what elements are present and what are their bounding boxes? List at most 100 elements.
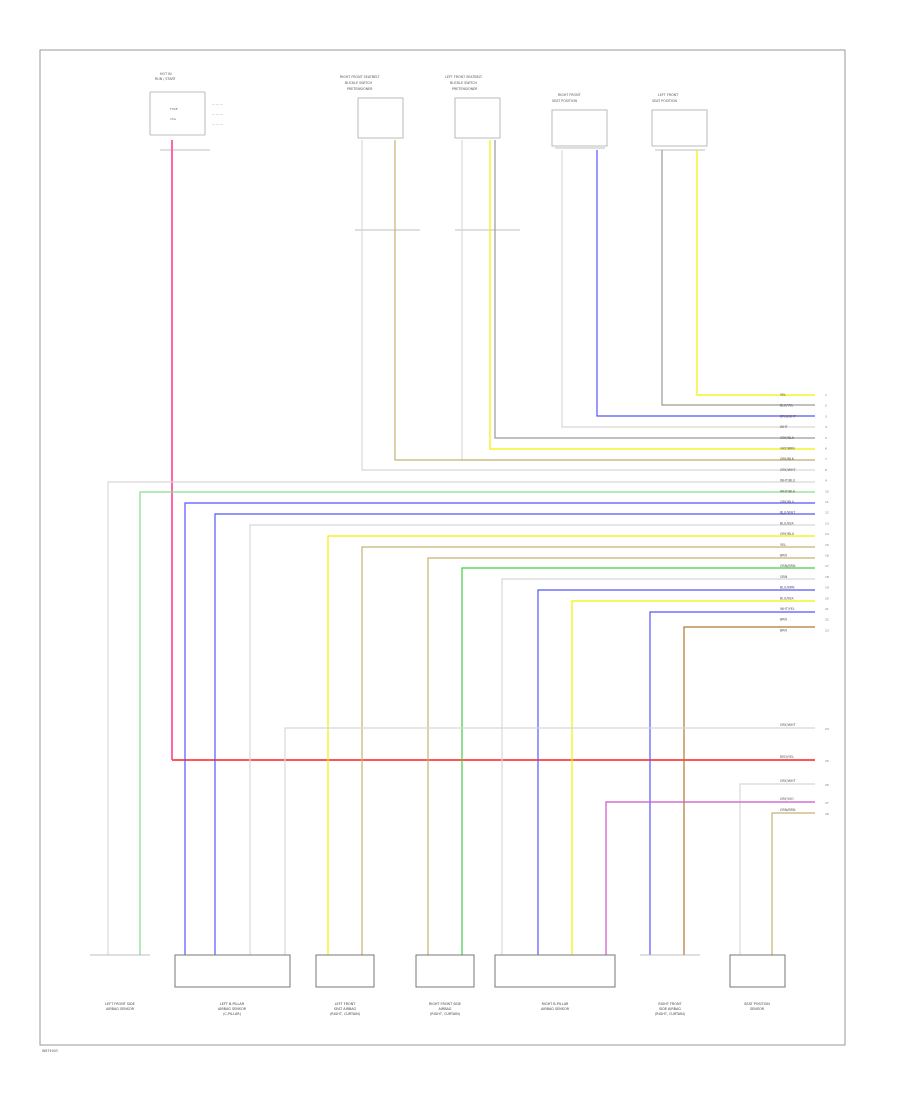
lf-airbag-caption-1: LEFT FRONT (335, 1002, 357, 1006)
right-wire-label: GRY/BLK (780, 457, 795, 461)
fuse-component: HOT IN RUN / START FUSE 15A — — — — — — … (149, 72, 223, 136)
right-pin-number: 23 (825, 628, 829, 632)
rf-seat-title-2: SEAT POSITION (552, 99, 577, 103)
rf-seat-component: RIGHT FRONT SEAT POSITION (551, 93, 608, 147)
wire-gry-wht-1 (284, 727, 815, 955)
fuse-note-1: FUSE (170, 107, 178, 111)
right-pin-number: 12 (825, 511, 829, 515)
wire-wht-l-pillar (249, 524, 815, 955)
rf-buckle-title-2: BUCKLE SWITCH (345, 81, 373, 85)
wire-gry-wht-2 (739, 783, 815, 955)
wire-gry-lf-buckle (494, 140, 815, 439)
wire-wht-rf-seat (561, 150, 815, 428)
lower-right-pin-number: 26 (825, 783, 829, 787)
wire-grn-lf-side (139, 491, 815, 955)
right-wire-label: WHT/BLK (780, 489, 796, 493)
bottom-captions: LEFT FRONT SIDE AIRBAG SENSOR LEFT B-PIL… (105, 1002, 770, 1016)
right-wire-label: YEL (780, 543, 786, 547)
rf-sensor-caption-2: SIDE AIRBAG (659, 1007, 681, 1011)
right-pin-number: 19 (825, 586, 829, 590)
occ-sensor-box (729, 954, 786, 988)
lf-seat-title-2: SEAT POSITION (652, 99, 677, 103)
right-pin-number: 3 (825, 414, 827, 418)
right-wire-label: BRN/WHT (780, 414, 797, 418)
lf-seat-title-1: LEFT FRONT (658, 93, 679, 97)
right-pin-number: 4 (825, 425, 827, 429)
right-pin-number: 9 (825, 479, 827, 483)
wire-wht-rf-buckle (361, 140, 815, 471)
l-b-pillar-box (174, 954, 291, 988)
lf-airbag-box (315, 954, 375, 988)
wire-blu-rf-seat (596, 150, 815, 417)
wire-wht-lf-side (107, 481, 815, 955)
r-b-pillar-caption-1: RIGHT B-PILLAR (542, 1002, 569, 1006)
wire-yel-lf-seat (696, 150, 815, 396)
lower-right-pin-number: 28 (825, 812, 829, 816)
lower-right-wire-label: GRY/WHT (780, 723, 796, 727)
right-pin-number: 7 (825, 457, 827, 461)
lf-buckle-title-1: LEFT FRONT SEATBELT (445, 75, 483, 79)
right-wire-label: BLU/BLK (780, 596, 795, 600)
top-connector-marks (160, 147, 705, 231)
rf-seat-title-1: RIGHT FRONT (558, 93, 582, 97)
wire-tan-rf-airbag (427, 557, 815, 955)
right-pin-number: 16 (825, 554, 829, 558)
right-wire-label: GRY/BRN (780, 447, 795, 451)
rf-sensor-caption-3: (RIGHT, CURTAIN) (655, 1012, 686, 1016)
right-pin-number: 21 (825, 607, 829, 611)
right-wire-label: YEL (780, 393, 786, 397)
r-b-pillar-caption-2: AIRBAG SENSOR (541, 1007, 570, 1011)
svg-text:— — —: — — — (212, 112, 223, 116)
lower-right-wire-label: RED/YEL (780, 755, 794, 759)
right-pin-number: 10 (825, 489, 829, 493)
wire-gry-vio (605, 801, 815, 955)
right-pin-number: 13 (825, 521, 829, 525)
right-pin-number: 1 (825, 393, 827, 397)
lower-right-pin-number: 24 (825, 727, 829, 731)
wire-yel-lf-buckle (489, 140, 815, 450)
lower-right-wire-label: GRY/WHT (780, 779, 796, 783)
right-pin-number: 15 (825, 543, 829, 547)
wire-blu-l-pillar (184, 502, 815, 955)
lf-airbag-caption-2: SEAT AIRBAG (334, 1007, 357, 1011)
wire-wht-lf-pillar-r (501, 578, 815, 955)
right-wire-label: BRN (780, 618, 788, 622)
right-pin-number: 14 (825, 532, 829, 536)
right-pin-number: 2 (825, 404, 827, 408)
right-wire-label: BLU/YEL (780, 404, 794, 408)
right-wire-label: GRY/WHT (780, 468, 796, 472)
rf-airbag-box (415, 954, 475, 988)
right-pin-number: 11 (825, 500, 829, 504)
rf-buckle-title-3: PRETENSIONER (347, 87, 373, 91)
diagram-code: W8T4903 (42, 1049, 58, 1053)
wire-grn-brn (771, 812, 815, 955)
bottom-components (90, 954, 786, 988)
wire-tan-lf-airbag (361, 546, 815, 955)
lf-buckle-title-3: PRETENSIONER (452, 87, 478, 91)
lf-buckle-title-2: BUCKLE SWITCH (450, 81, 478, 85)
occ-sensor-caption-1: SEAT POSITION (744, 1002, 770, 1006)
rf-airbag-caption-3: (RIGHT, CURTAIN) (430, 1012, 461, 1016)
lf-airbag-caption-3: (RIGHT, CURTAIN) (330, 1012, 361, 1016)
wire-blu-r-pillar (537, 589, 815, 955)
right-wire-label: GRY/BLU (780, 532, 795, 536)
lower-right-pin-number: 25 (825, 759, 829, 763)
lf-seat-component: LEFT FRONT SEAT POSITION (651, 93, 708, 147)
l-b-pillar-caption-1: LEFT B-PILLAR (220, 1002, 245, 1006)
lower-right-pin-number: 27 (825, 801, 829, 805)
right-pin-number: 6 (825, 447, 827, 451)
right-pin-number: 5 (825, 436, 827, 440)
svg-text:— — —: — — — (212, 102, 223, 106)
rf-buckle-component: RIGHT FRONT SEATBELT BUCKLE SWITCH PRETE… (340, 75, 404, 139)
lower-right-wire-label: GRN/BRN (780, 808, 796, 812)
right-wire-label: GRY/BLU (780, 500, 795, 504)
svg-text:— — —: — — — (212, 122, 223, 126)
wire-grn-rf-airbag (461, 567, 815, 955)
right-wire-label: BLU/BLK (780, 521, 795, 525)
l-b-pillar-caption-3: (C-PILLAR) (223, 1012, 241, 1016)
right-wire-label: BLU/WHT (780, 511, 796, 515)
diagram-frame (39, 49, 846, 1046)
right-pin-number: 18 (825, 575, 829, 579)
